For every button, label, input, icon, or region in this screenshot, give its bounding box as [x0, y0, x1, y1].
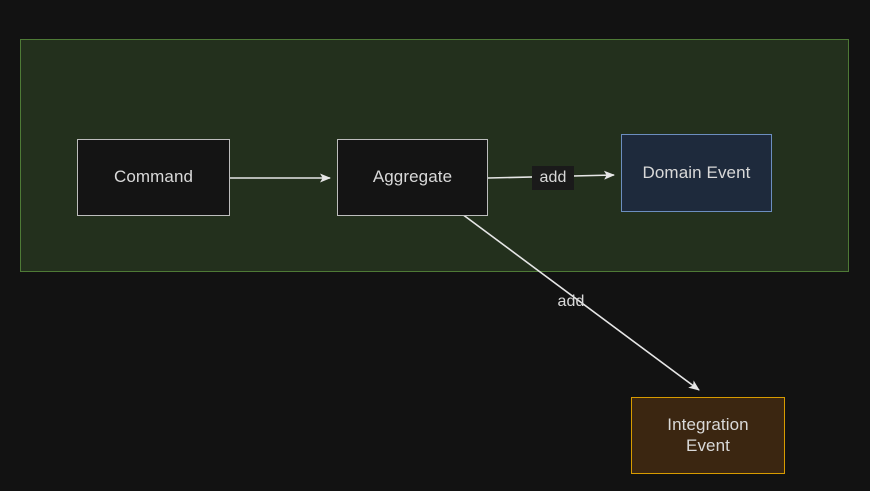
node-domain-event-label: Domain Event [642, 162, 751, 182]
edge-label-add-integration-event[interactable]: add [557, 293, 585, 310]
node-command-label: Command [113, 167, 194, 187]
node-aggregate-label: Aggregate [372, 167, 453, 187]
node-command[interactable]: Command [77, 139, 230, 216]
node-aggregate[interactable]: Aggregate [337, 139, 488, 216]
node-domain-event[interactable]: Domain Event [621, 134, 772, 212]
node-integration-event-label: Integration Event [667, 415, 749, 455]
edge-label-add-domain-event[interactable]: add [532, 166, 574, 190]
node-integration-event[interactable]: Integration Event [631, 397, 785, 474]
